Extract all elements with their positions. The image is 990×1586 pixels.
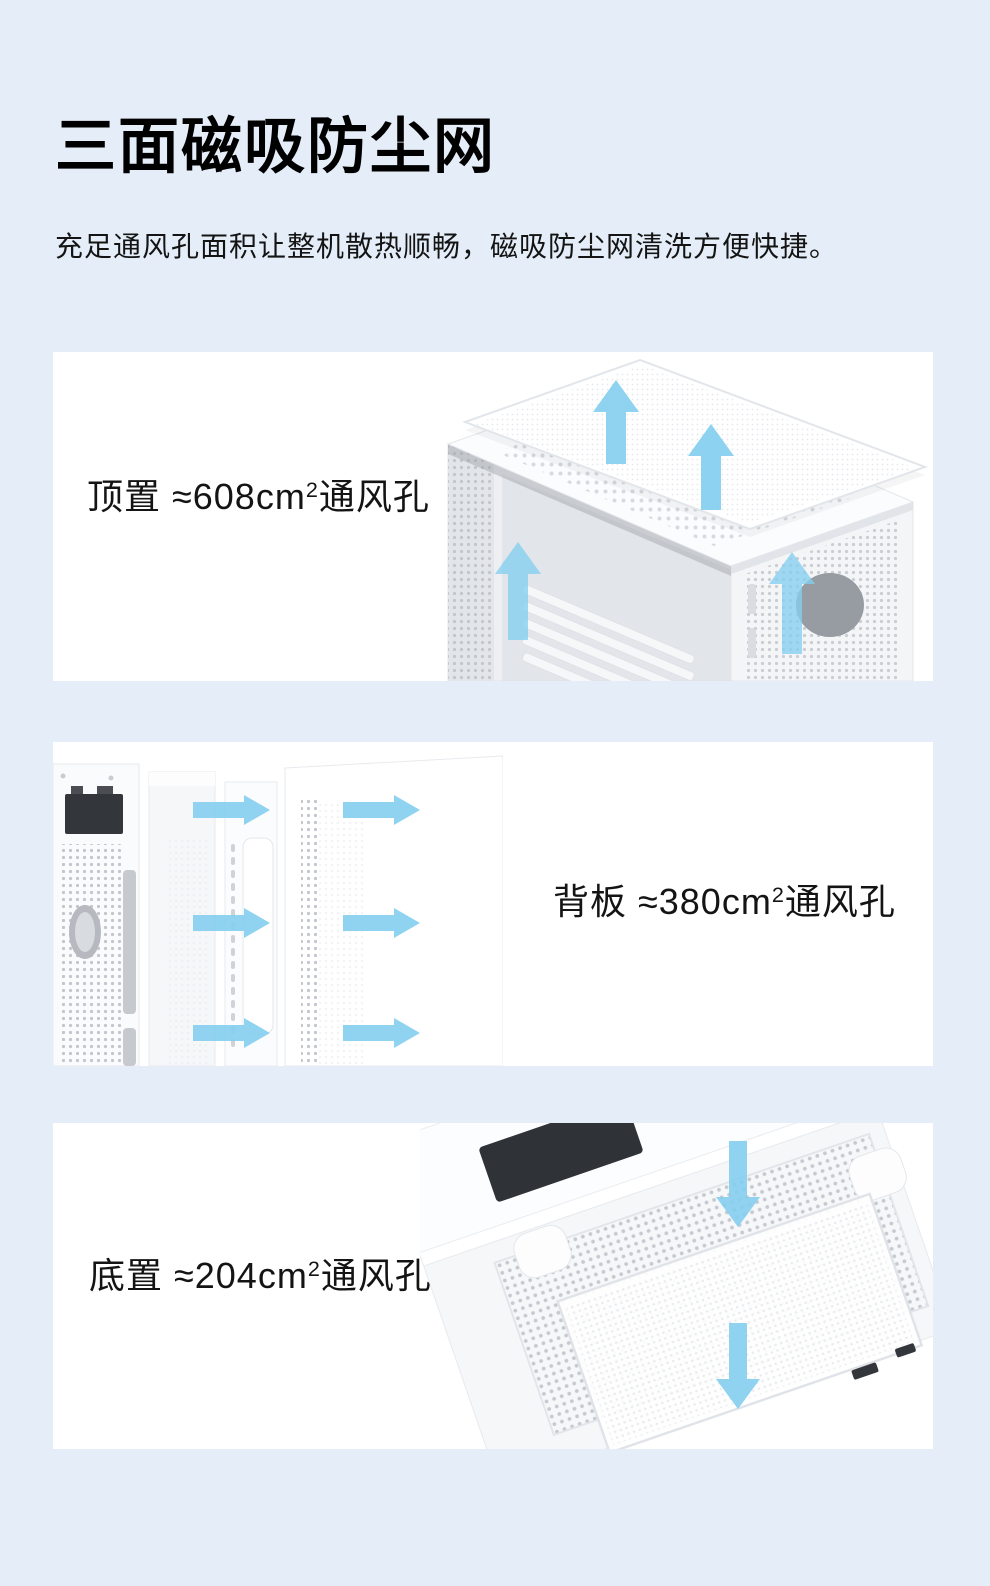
top-vent-label-suffix: 通风孔 [318, 476, 430, 517]
top-vent-label-superscript: 2 [305, 477, 319, 503]
dust-filter-layer [148, 771, 216, 1066]
feature-card-bottom-vent: 底置 ≈204cm2通风孔 [53, 1123, 933, 1449]
top-vent-label-text: 顶置 ≈608cm [87, 476, 306, 517]
up-arrow-icon [593, 380, 639, 464]
up-arrow-icon [688, 424, 734, 510]
feature-card-back-vent: 背板 ≈380cm2通风孔 [53, 742, 933, 1066]
case-rear-panel [53, 763, 140, 1066]
bottom-vent-area-label: 底置 ≈204cm2通风孔 [89, 1255, 432, 1296]
up-arrow-icon [495, 542, 541, 640]
back-vent-label-suffix: 通风孔 [784, 881, 896, 922]
case-foot [513, 1224, 572, 1279]
feature-card-top-vent: 顶置 ≈608cm2通风孔 [53, 352, 933, 681]
case-top-dust-filter-illustration [446, 358, 928, 681]
case-foot [848, 1147, 907, 1201]
back-vent-label-text: 背板 ≈380cm [553, 881, 772, 922]
back-vent-area-label: 背板 ≈380cm2通风孔 [553, 881, 896, 922]
case-bottom-dust-filter-illustration [420, 1123, 933, 1449]
top-vent-area-label: 顶置 ≈608cm2通风孔 [87, 476, 430, 517]
bottom-vent-label-text: 底置 ≈204cm [89, 1255, 308, 1296]
airflow-up-arrows [495, 380, 815, 654]
bottom-vent-label-suffix: 通风孔 [320, 1255, 432, 1296]
pc-case-bottom-view [420, 1123, 933, 1449]
pcie-slot-covers [521, 584, 695, 681]
up-arrow-icon [769, 552, 815, 654]
page-title: 三面磁吸防尘网 [55, 112, 497, 180]
case-back-panel-dust-filter-illustration [53, 755, 503, 1066]
back-vent-label-superscript: 2 [771, 882, 785, 908]
bottom-vent-label-superscript: 2 [307, 1256, 321, 1282]
page-subtitle: 充足通风孔面积让整机散热顺畅，磁吸防尘网清洗方便快捷。 [55, 231, 839, 262]
